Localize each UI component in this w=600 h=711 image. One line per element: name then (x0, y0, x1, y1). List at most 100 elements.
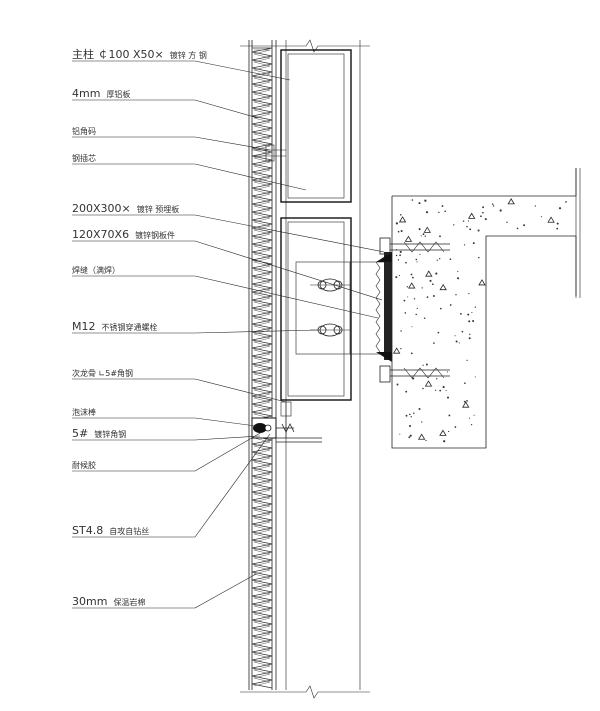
aggregate-mark (463, 400, 466, 403)
callout-note-text: 自攻自钻丝 (109, 526, 149, 536)
aggregate-mark (403, 299, 406, 302)
leader-line (194, 60, 291, 81)
aggregate-mark (404, 312, 407, 314)
aggregate-mark (478, 256, 480, 259)
aggregate-mark (405, 261, 407, 264)
aggregate-mark (420, 235, 422, 237)
aggregate-mark (474, 376, 476, 378)
callout-note-text: 厚铝板 (106, 89, 130, 99)
aggregate-mark (434, 389, 437, 391)
aggregate-mark (398, 275, 400, 277)
aggregate-mark (422, 364, 424, 366)
aggregate-mark (453, 224, 455, 226)
anchor-bolt-upper (379, 237, 450, 255)
aggregate-mark (415, 313, 417, 316)
aggregate-mark (446, 371, 448, 373)
aggregate-mark (399, 254, 401, 257)
aggregate-mark (458, 342, 460, 344)
aggregate-mark (439, 389, 442, 392)
aggregate-mark (410, 273, 413, 276)
aggregate-mark (491, 203, 494, 205)
aggregate-mark (405, 390, 408, 393)
aggregate-mark (443, 440, 446, 443)
connector-plate (295, 252, 392, 362)
aggregate-mark (437, 331, 440, 334)
aggregate-mark (421, 287, 423, 289)
callout-main-text: M12 (72, 320, 96, 333)
aggregate-mark (423, 226, 431, 233)
aggregate-mark (466, 359, 468, 362)
aggregate-mark (478, 279, 486, 286)
callout-note-text: 镀锌 方 钢 (170, 50, 207, 60)
aggregate-mark (395, 222, 398, 225)
aggregate-mark (547, 216, 555, 223)
aggregate-mark (429, 279, 432, 282)
aggregate-mark (448, 414, 451, 417)
aggregate-mark (426, 296, 429, 298)
leader-line (194, 431, 263, 472)
aggregate-mark (425, 270, 433, 277)
aggregate-mark (463, 244, 466, 246)
aggregate-mark (424, 380, 433, 387)
aggregate-mark (506, 221, 508, 224)
callout-main-text: 5# (72, 427, 88, 440)
aggregate-mark (449, 258, 452, 261)
aggregate-mark (411, 326, 413, 328)
aggregate-mark (408, 424, 412, 428)
aggregate-mark (466, 400, 468, 402)
callout-label: 焊缝（满焊） (72, 265, 120, 275)
callout-note-text: 次龙骨 ∟5#角钢 (72, 368, 133, 378)
aggregate-mark (424, 235, 426, 237)
aggregate-mark (395, 254, 398, 257)
aggregate-mark (447, 396, 449, 399)
aggregate-mark (400, 330, 402, 332)
aggregate-mark (425, 439, 427, 442)
aggregate-mark (468, 417, 470, 419)
aggregate-mark (464, 382, 466, 385)
callout-leaders (72, 60, 385, 609)
aggregate-mark (408, 282, 416, 289)
callout-note-text: 钢插芯 (72, 153, 96, 163)
aggregate-mark (523, 224, 526, 227)
aggregate-mark (399, 433, 401, 435)
aggregate-mark (457, 270, 459, 273)
aggregate-mark (412, 276, 414, 279)
insulation-zigzag (251, 47, 273, 689)
aggregate-mark (396, 383, 399, 386)
aggregate-mark (556, 227, 559, 230)
aggregate-mark (471, 311, 473, 313)
aggregate-mark (418, 202, 421, 205)
aggregate-mark (565, 201, 567, 203)
aggregate-mark (469, 333, 471, 335)
aggregate-mark (425, 363, 428, 366)
callout-label: 200X300×镀锌 预埋板 (72, 202, 179, 215)
aggregate-mark (455, 294, 457, 296)
aggregate-mark (411, 199, 414, 201)
aggregate-mark (431, 283, 434, 286)
aggregate-mark (462, 401, 470, 408)
anchor-bolt-lower (379, 365, 450, 383)
aggregate-mark (507, 198, 515, 205)
aggregate-mark (444, 210, 447, 213)
callout-main-text: 200X300× (72, 202, 131, 215)
aggregate-mark (441, 205, 444, 207)
aggregate-mark (556, 222, 559, 225)
aggregate-mark (454, 335, 456, 337)
aggregate-mark (454, 426, 457, 428)
aggregate-mark (439, 258, 441, 260)
leader-line (194, 435, 261, 441)
aggregate-mark (540, 216, 542, 218)
aggregate-mark (421, 421, 423, 423)
aggregate-mark (455, 340, 458, 343)
aggregate-mark (449, 304, 452, 306)
leader-line (194, 136, 271, 151)
aggregate-mark (418, 228, 421, 231)
main-column-lower (280, 217, 352, 401)
aggregate-mark (482, 206, 485, 209)
aggregate-mark (440, 307, 442, 310)
